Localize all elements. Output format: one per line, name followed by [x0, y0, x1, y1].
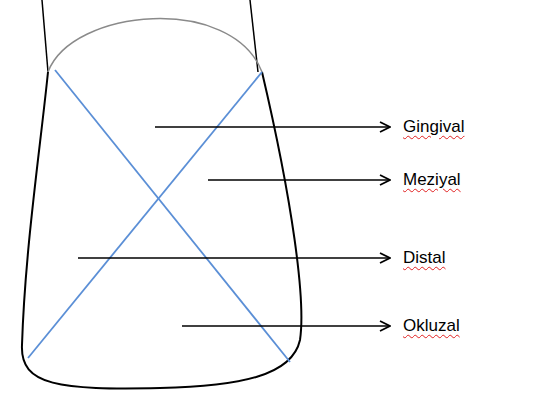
root-line	[42, 0, 48, 72]
divider-line	[28, 72, 262, 358]
region-label: Okluzal	[403, 316, 460, 336]
leader-arrow	[155, 126, 390, 128]
leader-arrow	[78, 257, 390, 259]
tooth-outline	[22, 72, 301, 388]
leader-arrow	[208, 179, 390, 181]
region-label: Gingival	[403, 117, 464, 137]
leader-arrow	[182, 325, 390, 327]
cervical-line	[48, 19, 262, 72]
region-label: Distal	[403, 248, 446, 268]
region-label: Meziyal	[403, 170, 461, 190]
divider-line	[55, 70, 290, 362]
